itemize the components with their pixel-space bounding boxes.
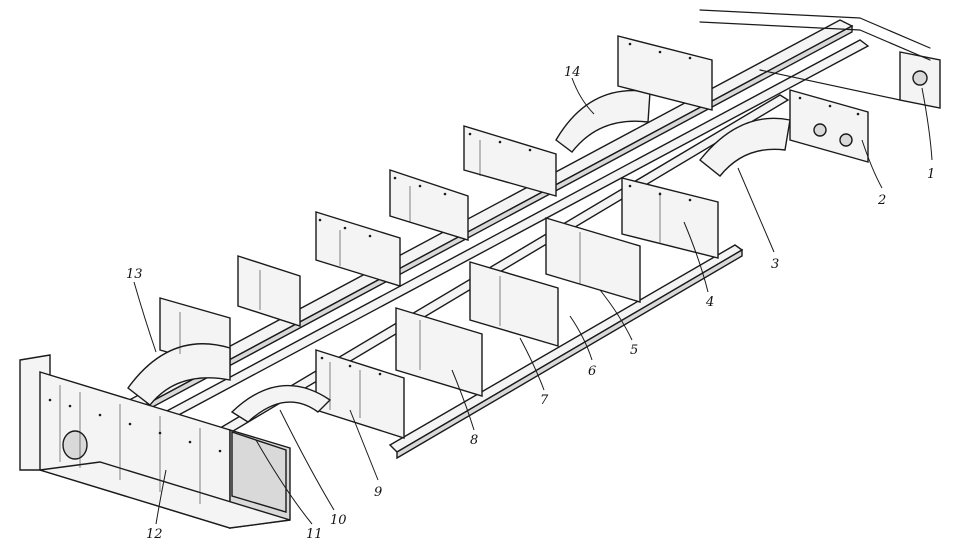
- callout-6: 6: [588, 364, 596, 379]
- callout-8: 8: [470, 433, 478, 448]
- rivets: [48, 42, 860, 453]
- wheel-arch-rear-right: [230, 384, 332, 423]
- callout-5: 5: [630, 343, 638, 358]
- callout-10: 10: [330, 513, 347, 528]
- bulkhead-row-left: [159, 125, 557, 371]
- callout-11: 11: [306, 527, 323, 542]
- callout-9: 9: [374, 485, 382, 500]
- front-end-frame: [617, 9, 941, 163]
- wheel-arch-rear-left: [127, 343, 231, 406]
- callout-7: 7: [540, 393, 549, 408]
- rear-end-frame: [19, 354, 291, 529]
- callouts: 1 2 3 4 5 6 7 8 9 10 11 12 13 14: [126, 65, 935, 542]
- callout-13: 13: [126, 267, 143, 282]
- right-side-member: [388, 244, 744, 460]
- callout-3: 3: [771, 257, 779, 272]
- callout-4: 4: [705, 295, 714, 310]
- callout-14: 14: [564, 65, 581, 80]
- callout-1: 1: [927, 167, 935, 182]
- leader-lines: [133, 77, 933, 525]
- hatching: [59, 140, 661, 504]
- wheel-arch-front-left: [555, 89, 651, 153]
- callout-2: 2: [877, 193, 886, 208]
- callout-12: 12: [146, 527, 163, 542]
